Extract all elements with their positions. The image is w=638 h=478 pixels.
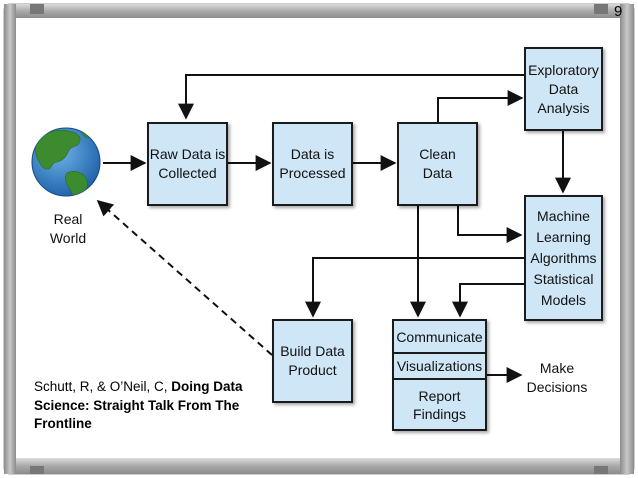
page-number: 9 <box>614 3 623 20</box>
build-product-box: Build Data Product <box>272 319 353 403</box>
citation-title: Doing Data Science: Straight Talk From T… <box>34 379 243 431</box>
communicate-label: Communicate <box>394 321 485 354</box>
clean-data-box: Clean Data <box>397 122 478 206</box>
arrow-eda-to-raw <box>178 74 524 120</box>
visualizations-label: Visualizations <box>394 354 485 380</box>
citation-authors: Schutt, R, & O’Neil, C, <box>34 379 172 394</box>
ml-box: Machine Learning Algorithms Statistical … <box>524 195 603 321</box>
arrow-product-to-world <box>96 199 273 356</box>
communicate-box: Communicate Visualizations Report Findin… <box>392 319 487 431</box>
eda-box: Exploratory Data Analysis <box>524 47 603 131</box>
globe-icon <box>31 127 101 197</box>
make-decisions-label: Make Decisions <box>526 360 588 395</box>
citation: Schutt, R, & O’Neil, C, Doing Data Scien… <box>34 378 274 434</box>
arrow-clean-to-eda <box>437 90 524 122</box>
arrow-ml-to-product <box>305 257 524 318</box>
raw-data-box: Raw Data is Collected <box>147 122 228 206</box>
arrow-ml-to-communicate <box>452 283 524 318</box>
real-world-label: Real World <box>49 211 87 246</box>
data-processed-box: Data is Processed <box>272 122 353 206</box>
arrow-clean-to-ml <box>457 205 523 243</box>
report-findings-label: Report Findings <box>413 387 466 422</box>
